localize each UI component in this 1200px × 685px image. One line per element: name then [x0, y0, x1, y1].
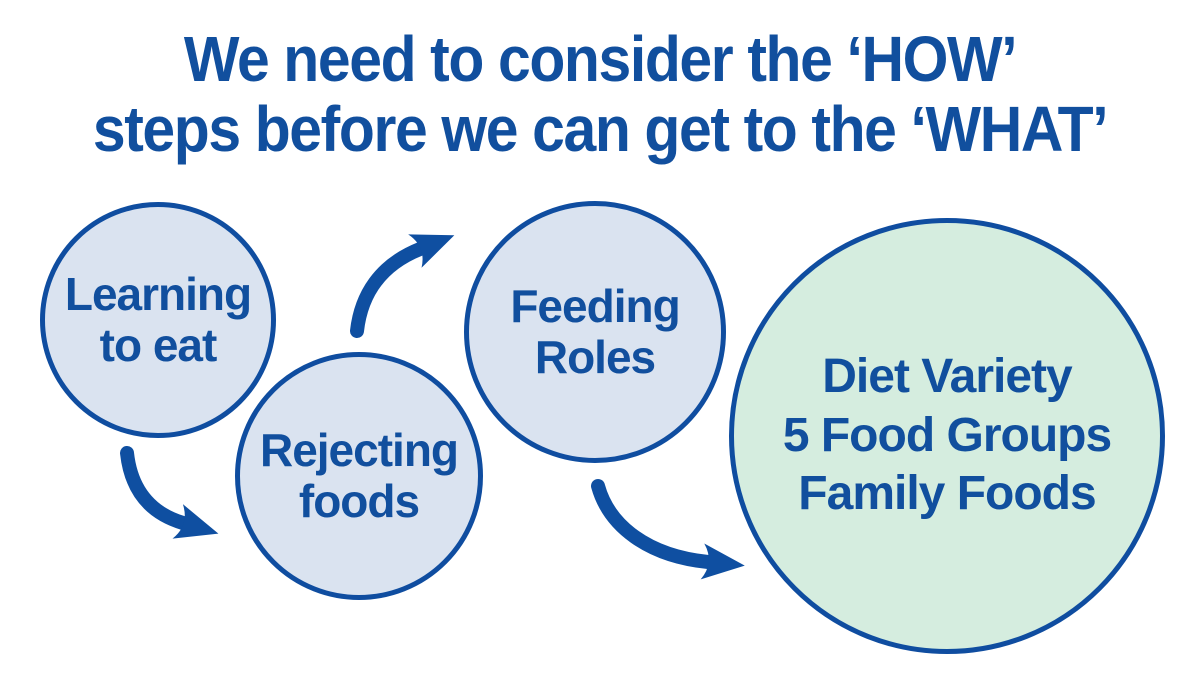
outcome-label-line: Diet Variety — [822, 350, 1072, 404]
step-circle-learning-to-eat: Learning to eat — [40, 202, 276, 438]
step-label-line: to eat — [99, 319, 218, 371]
title-line-1: We need to consider the ‘HOW’ — [183, 23, 1018, 95]
curved-arrow-icon-rejecting-to-feeding — [350, 234, 455, 338]
step-circle-rejecting-foods: Rejecting foods — [235, 352, 483, 600]
title-line-2: steps before we can get to the ‘WHAT’ — [92, 93, 1109, 165]
step-label-line: foods — [298, 475, 420, 527]
outcome-label-line: 5 Food Groups — [782, 408, 1112, 462]
step-label-feeding-roles: Feeding Roles — [510, 280, 680, 383]
slide-title: We need to consider the ‘HOW’ steps befo… — [48, 24, 1152, 164]
outcome-label-diet-variety: Diet Variety 5 Food Groups Family Foods — [782, 348, 1112, 524]
step-label-line: Feeding — [510, 280, 680, 333]
step-label-line: Roles — [534, 331, 656, 383]
step-circle-feeding-roles: Feeding Roles — [464, 201, 726, 463]
step-label-line: Rejecting — [259, 424, 459, 477]
curved-arrow-icon-feeding-to-outcome — [591, 479, 745, 580]
outcome-circle-diet-variety: Diet Variety 5 Food Groups Family Foods — [729, 218, 1165, 654]
step-label-line: Learning — [64, 268, 252, 321]
step-label-learning-to-eat: Learning to eat — [64, 268, 252, 371]
step-label-rejecting-foods: Rejecting foods — [259, 424, 459, 527]
outcome-label-line: Family Foods — [798, 467, 1096, 521]
curved-arrow-icon-learning-to-rejecting — [120, 446, 219, 539]
